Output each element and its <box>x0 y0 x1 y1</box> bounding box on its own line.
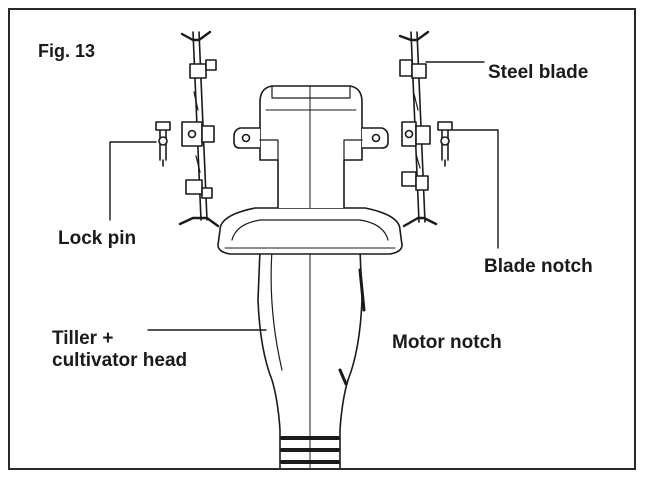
tiller-head <box>217 85 403 468</box>
figure-title: Fig. 13 <box>38 41 96 61</box>
right-lock-pin <box>437 121 453 167</box>
figure-frame: Fig. 13 Steel blade Lock pin Blade notch… <box>8 8 636 470</box>
left-blade-assembly <box>178 30 220 228</box>
leader-lines <box>109 61 499 331</box>
label-blade-notch: Blade notch <box>484 256 593 277</box>
right-blade-assembly <box>398 30 438 228</box>
tiller-exploded-diagram <box>109 30 499 468</box>
label-tiller-line1: Tiller + <box>52 328 114 349</box>
label-steel-blade: Steel blade <box>488 62 589 83</box>
leader-lock-pin <box>109 141 157 221</box>
label-motor-notch: Motor notch <box>392 332 502 353</box>
label-tiller-line2: cultivator head <box>52 350 188 371</box>
leader-blade-notch <box>451 129 499 249</box>
label-tiller-head: Tiller + cultivator head <box>52 328 187 372</box>
left-lock-pin <box>155 121 171 167</box>
label-lock-pin: Lock pin <box>58 228 137 249</box>
